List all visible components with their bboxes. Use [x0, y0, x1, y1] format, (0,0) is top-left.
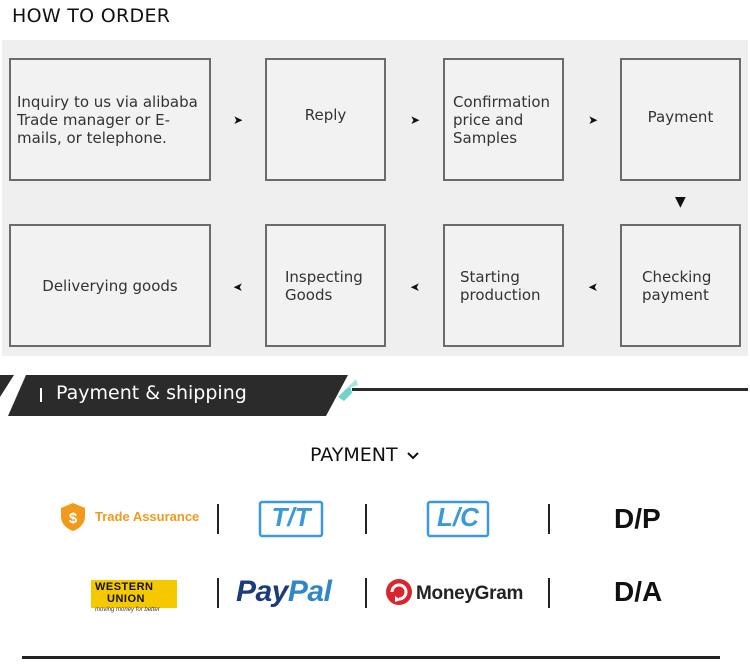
dp-label: D/P [614, 503, 661, 534]
arrow-right-icon: ➤ [410, 113, 421, 127]
divider [365, 578, 367, 608]
step-inquiry: Inquiry to us via alibaba Trade manager … [9, 58, 211, 181]
payment-shipping-banner [0, 375, 358, 416]
step-checking-payment-label: Checking payment [642, 267, 712, 304]
divider [217, 504, 219, 534]
divider [548, 578, 550, 608]
step-reply-label: Reply [304, 106, 347, 124]
step-confirmation: Confirmation price and Samples [443, 58, 564, 181]
bottom-rule [22, 656, 720, 659]
step-confirmation-label: Confirmation price and Samples [453, 92, 551, 147]
western-union-logo: WESTERN UNION [91, 580, 177, 608]
banner-divider [40, 388, 42, 402]
trade-assurance-label: Trade Assurance [95, 509, 200, 524]
step-reply: Reply [265, 58, 386, 181]
chevron-down-icon [406, 451, 419, 459]
step-inspecting-label: Inspecting Goods [285, 267, 363, 304]
arrow-left-icon: ➤ [588, 280, 599, 294]
western-union-line2: UNION [107, 593, 145, 605]
divider [217, 578, 219, 608]
banner-rule [352, 388, 748, 391]
step-delivering: Deliverying goods [9, 224, 211, 347]
lc-badge [426, 500, 490, 538]
paypal-logo: PayPal [236, 575, 332, 609]
da-label: D/A [614, 576, 663, 607]
order-flow: Inquiry to us via alibaba Trade manager … [2, 40, 748, 356]
divider [365, 504, 367, 534]
western-union-line1: WESTERN [95, 581, 154, 593]
arrow-left-icon: ➤ [410, 280, 421, 294]
how-to-order-title: HOW TO ORDER [12, 5, 171, 27]
divider [548, 504, 550, 534]
payment-heading: PAYMENT [310, 444, 420, 466]
paypal-pal: Pal [287, 575, 332, 608]
svg-text:$: $ [69, 510, 78, 527]
tt-badge [258, 500, 324, 538]
step-starting-production: Starting production [443, 224, 564, 347]
step-delivering-label: Deliverying goods [42, 276, 178, 295]
moneygram-label: MoneyGram [416, 583, 524, 604]
paypal-pay: Pay [236, 575, 288, 608]
lc-label: L/C [437, 502, 479, 532]
step-inspecting: Inspecting Goods [265, 224, 386, 347]
arrow-right-icon: ➤ [588, 113, 599, 127]
payment-heading-label: PAYMENT [310, 444, 398, 466]
arrow-down-icon: ▼ [675, 194, 686, 210]
tt-label: T/T [271, 502, 311, 532]
western-union-tagline: moving money for better [95, 607, 160, 613]
step-payment: Payment [620, 58, 741, 181]
step-starting-production-label: Starting production [460, 267, 541, 304]
step-payment-label: Payment [647, 108, 714, 126]
step-checking-payment: Checking payment [620, 224, 741, 347]
step-inquiry-label: Inquiry to us via alibaba Trade manager … [17, 92, 198, 147]
arrow-right-icon: ➤ [233, 113, 244, 127]
moneygram-globe-icon [386, 579, 412, 605]
payment-shipping-title: Payment & shipping [56, 382, 247, 404]
shield-icon: $ [61, 503, 85, 531]
arrow-left-icon: ➤ [233, 280, 244, 294]
